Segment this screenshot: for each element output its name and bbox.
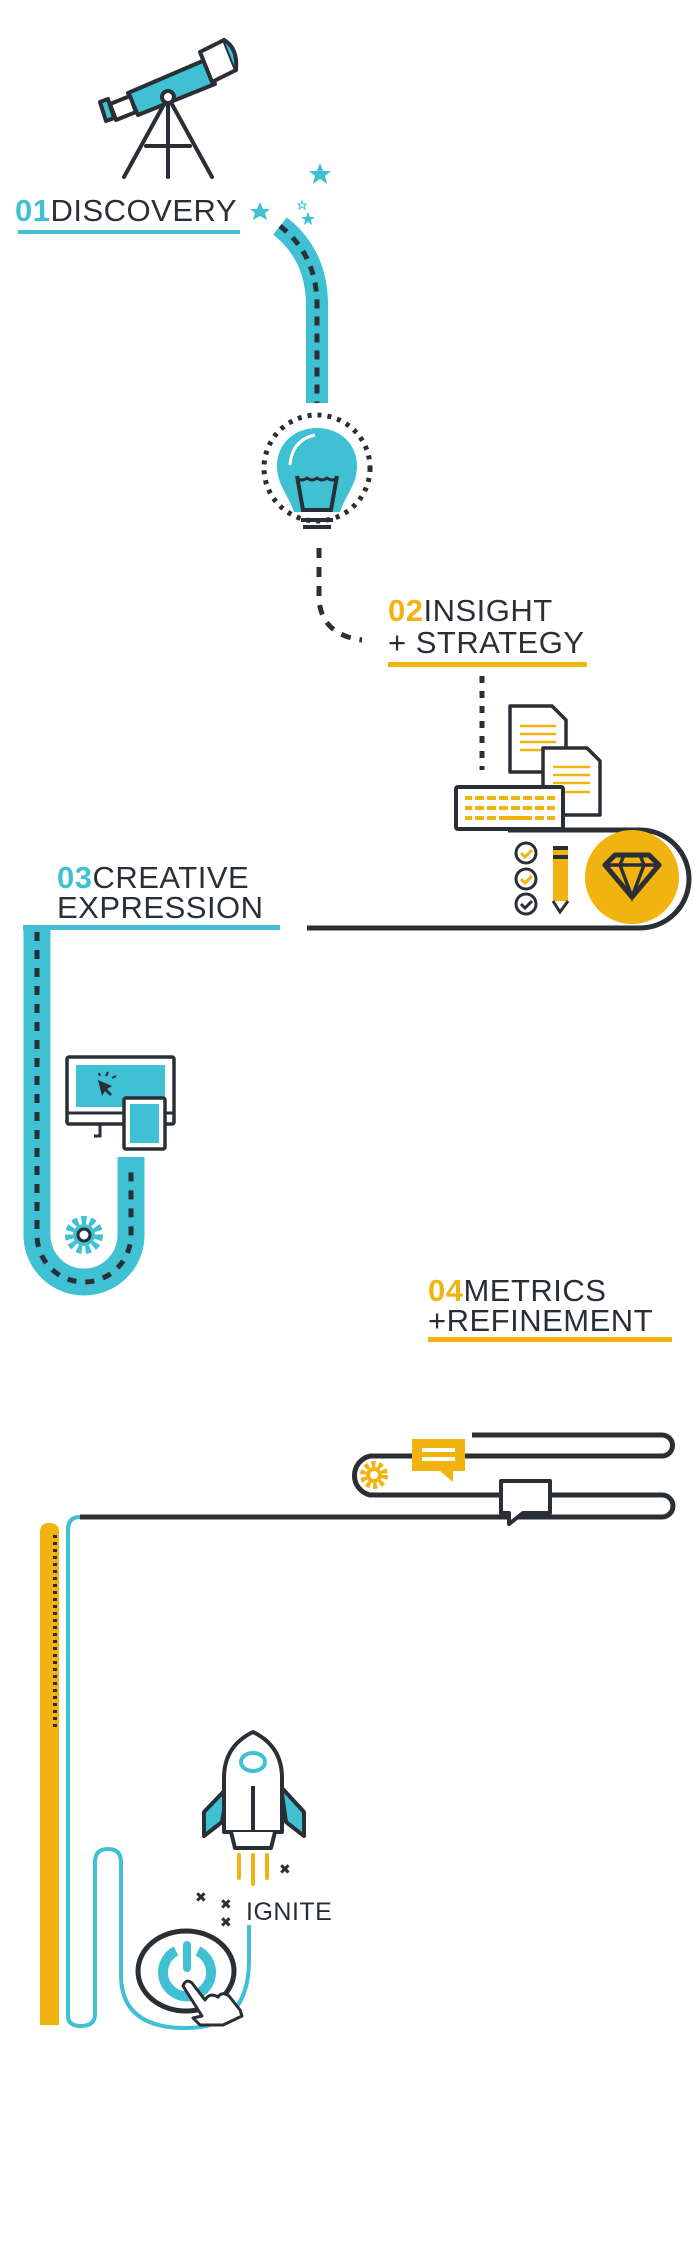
strategy-track [307,827,692,931]
chat-bubble-yellow-icon [412,1439,465,1482]
step-04-underline [428,1337,672,1342]
rocket-icon [202,1730,306,1850]
keyboard-icon [454,785,565,831]
step-04-title-line1: 04METRICS [428,1273,606,1308]
step-03-underline [23,925,280,930]
rocket-flames [237,1853,269,1886]
ignite-path [66,1515,251,2031]
pointing-hand-icon [181,1979,244,2027]
step-03-title-line2: EXPRESSION [57,890,264,925]
svg-text:✖: ✖ [220,1915,232,1931]
gear-icon [65,1216,103,1254]
checklist-icon [514,841,538,916]
svg-text:✖: ✖ [195,1890,207,1906]
step-02-underline [388,662,587,667]
step-03-title-line1: 03CREATIVE [57,860,249,895]
monitor-tablet-icon [65,1055,176,1151]
chat-bubble-dark-icon [499,1479,552,1526]
telescope-icon [98,38,239,179]
progress-bar-yellow [40,1523,59,2025]
stars-icon [250,163,331,225]
step-02-title-line2: + STRATEGY [388,625,585,660]
pencil-icon [551,846,570,915]
sparkle-icons: ✖ ✖ ✖ ✖ [195,1862,291,1931]
diamond-icon [585,830,679,924]
power-button-icon[interactable] [135,1928,237,2014]
ignite-label: IGNITE [246,1898,332,1926]
step-01-title: 01DISCOVERY [15,193,237,228]
insight-dashed-path [316,548,363,643]
svg-text:✖: ✖ [279,1862,291,1878]
discovery-road [272,217,328,403]
step-04-title-line2: +REFINEMENT [428,1303,653,1338]
gear-yellow-icon [360,1461,388,1489]
svg-text:✖: ✖ [220,1897,232,1913]
step-02-title-line1: 02INSIGHT [388,593,553,628]
step-01-underline [18,230,240,234]
lightbulb-icon [261,412,373,529]
metrics-track [80,1432,676,1520]
creative-road [23,928,145,1296]
